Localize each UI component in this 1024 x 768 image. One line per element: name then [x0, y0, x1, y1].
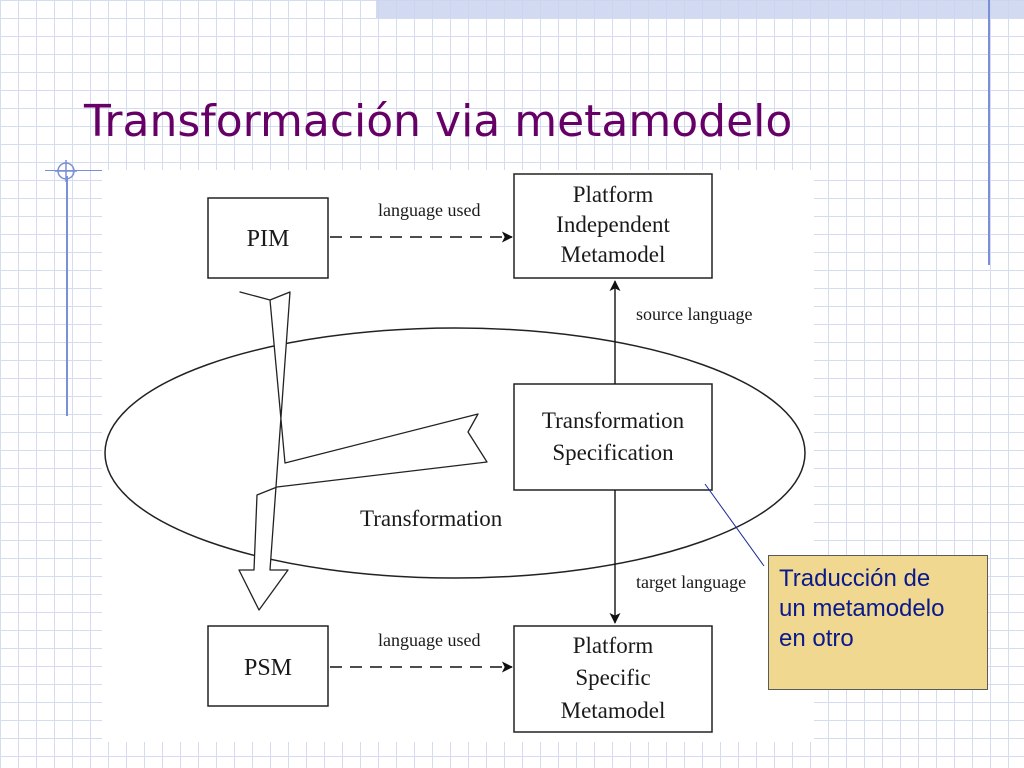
callout-line-1: Traducción de: [779, 565, 931, 592]
pim-metamodel-box: [513, 173, 713, 279]
target-language-label: target language: [636, 572, 746, 592]
header-band: [376, 0, 1024, 18]
psm-metamodel-line-1: Platform: [573, 633, 654, 658]
transformation-spec-line-2: Specification: [552, 440, 674, 465]
pim-metamodel-line-3: Metamodel: [561, 242, 666, 267]
source-language-label: source language: [636, 304, 752, 324]
language-used-label-bottom: language used: [378, 630, 480, 650]
callout-note: Traducción de un metamodelo en otro: [768, 555, 988, 690]
psm-metamodel-line-3: Metamodel: [561, 698, 666, 723]
language-used-label-top: language used: [378, 200, 480, 220]
psm-metamodel-box: [513, 625, 713, 733]
diagram-panel: PIM Platform Independent Metamodel Trans…: [102, 170, 814, 742]
callout-connector: [704, 483, 765, 567]
left-accent-line: [66, 176, 68, 416]
transformation-flow-arrow: [238, 291, 488, 611]
pim-label: PIM: [247, 226, 290, 252]
slide-title: Transformación via metamodelo: [84, 96, 793, 147]
pim-box: [207, 197, 329, 279]
transformation-spec-box: [513, 383, 713, 491]
psm-box: [207, 625, 329, 707]
right-accent-line: [988, 0, 990, 265]
transformation-diagram: PIM Platform Independent Metamodel Trans…: [104, 173, 806, 733]
callout-line-3: en otro: [779, 625, 854, 652]
callout-line-2: un metamodelo: [779, 595, 945, 622]
transformation-label: Transformation: [360, 506, 503, 531]
pim-metamodel-line-2: Independent: [556, 212, 670, 237]
crosshair-icon: [55, 160, 77, 182]
psm-label: PSM: [244, 655, 292, 681]
transformation-spec-line-1: Transformation: [542, 408, 685, 433]
psm-metamodel-line-2: Specific: [575, 665, 650, 690]
pim-metamodel-line-1: Platform: [573, 182, 654, 207]
